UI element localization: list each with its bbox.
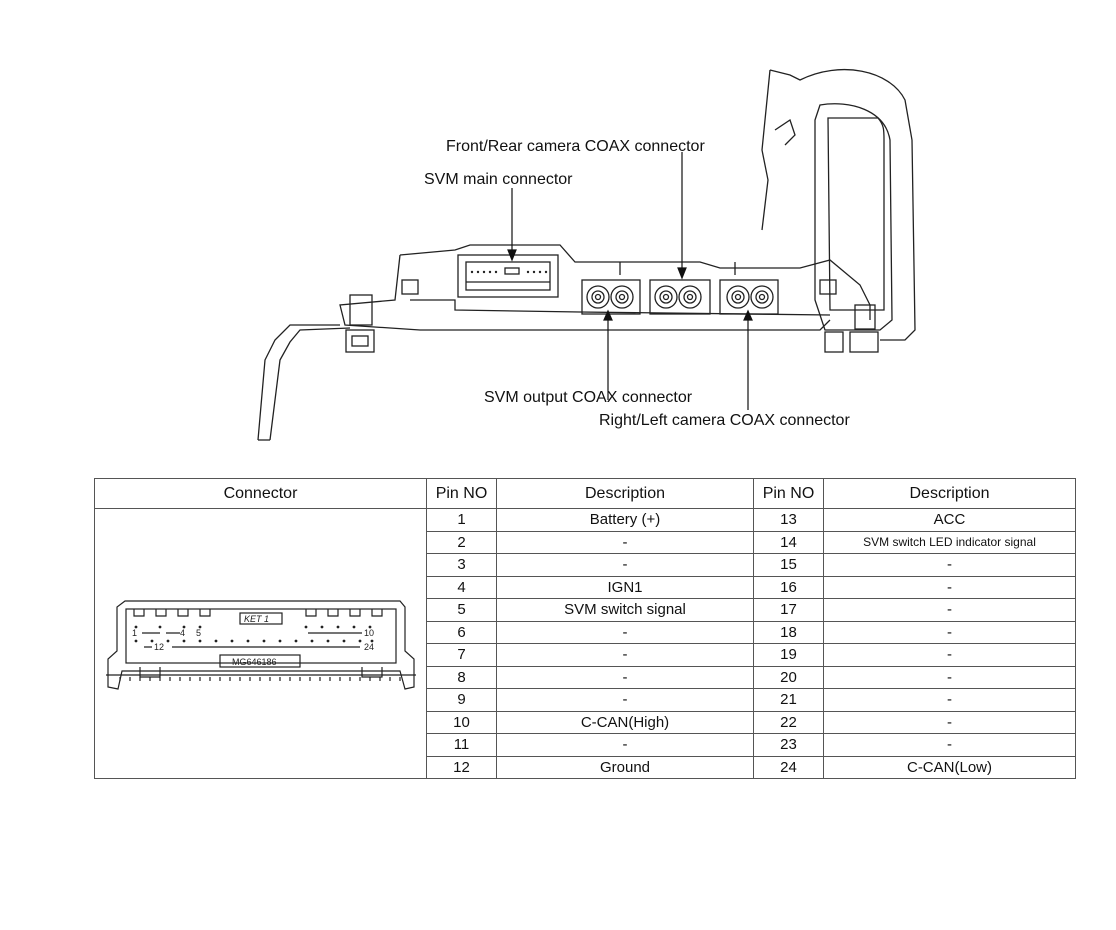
pin-description: - — [496, 620, 754, 644]
pin-number-2: 16 — [753, 575, 824, 599]
pin-table: Connector Pin NO Description Pin NO Desc… — [94, 478, 1076, 779]
pin-number-2: 17 — [753, 598, 824, 622]
connector-pin-12-label: 12 — [154, 642, 164, 652]
connector-image-cell: KET 1 MG646186 1 4 5 10 12 24 — [94, 508, 427, 779]
pin-description: IGN1 — [496, 575, 754, 599]
pin-description-2: - — [823, 575, 1076, 599]
pin-description: Battery (+) — [496, 508, 754, 532]
header-pin-no-2: Pin NO — [753, 478, 824, 509]
pin-number: 5 — [426, 598, 497, 622]
table-row: 6-18- — [95, 620, 1076, 644]
connector-pin-1-label: 1 — [132, 628, 137, 638]
table-row: 11-23- — [95, 733, 1076, 757]
header-connector: Connector — [94, 478, 427, 509]
pin-description-2: - — [823, 553, 1076, 577]
pin-description-2: - — [823, 688, 1076, 712]
pin-description: Ground — [496, 755, 754, 779]
pin-description-2: ACC — [823, 508, 1076, 532]
front-rear-coax-label: Front/Rear camera COAX connector — [446, 138, 705, 155]
header-description: Description — [496, 478, 754, 509]
pin-description: - — [496, 688, 754, 712]
pin-description: - — [496, 665, 754, 689]
pin-number-2: 21 — [753, 688, 824, 712]
header-pin-no: Pin NO — [426, 478, 497, 509]
pin-number-2: 15 — [753, 553, 824, 577]
connector-code-label: KET 1 — [244, 614, 269, 624]
pin-number: 6 — [426, 620, 497, 644]
pin-description-2: - — [823, 710, 1076, 734]
pin-description-2: C-CAN(Low) — [823, 755, 1076, 779]
pin-number: 12 — [426, 755, 497, 779]
pin-number: 3 — [426, 553, 497, 577]
pin-number: 1 — [426, 508, 497, 532]
pin-number: 2 — [426, 530, 497, 554]
header-description-2: Description — [823, 478, 1076, 509]
pin-description: SVM switch signal — [496, 598, 754, 622]
pin-number-2: 23 — [753, 733, 824, 757]
pin-description: - — [496, 530, 754, 554]
pin-number: 11 — [426, 733, 497, 757]
pin-number: 7 — [426, 643, 497, 667]
svm-unit-drawing: Front/Rear camera COAX connector SVM mai… — [257, 68, 916, 441]
svm-main-connector-label: SVM main connector — [424, 171, 573, 188]
pin-description: C-CAN(High) — [496, 710, 754, 734]
pin-description-2: - — [823, 733, 1076, 757]
pin-description-2: - — [823, 665, 1076, 689]
pin-description: - — [496, 643, 754, 667]
connector-pin-10-label: 10 — [364, 628, 374, 638]
connector-pin-4-label: 4 — [180, 628, 185, 638]
pin-description-2: SVM switch LED indicator signal — [823, 530, 1076, 554]
connector-part-label: MG646186 — [232, 657, 277, 667]
pin-number: 9 — [426, 688, 497, 712]
pin-description-2: - — [823, 598, 1076, 622]
svm-output-coax-label: SVM output COAX connector — [484, 389, 693, 406]
table-row: 3-15- — [95, 553, 1076, 577]
pin-description-2: - — [823, 643, 1076, 667]
pin-number: 8 — [426, 665, 497, 689]
pin-description: - — [496, 733, 754, 757]
pin-number-2: 18 — [753, 620, 824, 644]
pin-number-2: 22 — [753, 710, 824, 734]
table-header-row: Connector Pin NO Description Pin NO Desc… — [94, 478, 1076, 509]
connector-pin-5-label: 5 — [196, 628, 201, 638]
pin-description-2: - — [823, 620, 1076, 644]
pin-number: 10 — [426, 710, 497, 734]
pin-number-2: 13 — [753, 508, 824, 532]
table-row: 8-20- — [95, 665, 1076, 689]
connector-face-drawing: KET 1 MG646186 1 4 5 10 12 24 — [105, 599, 416, 690]
connector-pin-24-label: 24 — [364, 642, 374, 652]
pin-number-2: 20 — [753, 665, 824, 689]
pin-number-2: 24 — [753, 755, 824, 779]
pin-description: - — [496, 553, 754, 577]
table-row: 7-19- — [95, 643, 1076, 667]
right-left-coax-label: Right/Left camera COAX connector — [599, 412, 850, 429]
pin-number-2: 14 — [753, 530, 824, 554]
pin-number: 4 — [426, 575, 497, 599]
pin-number-2: 19 — [753, 643, 824, 667]
